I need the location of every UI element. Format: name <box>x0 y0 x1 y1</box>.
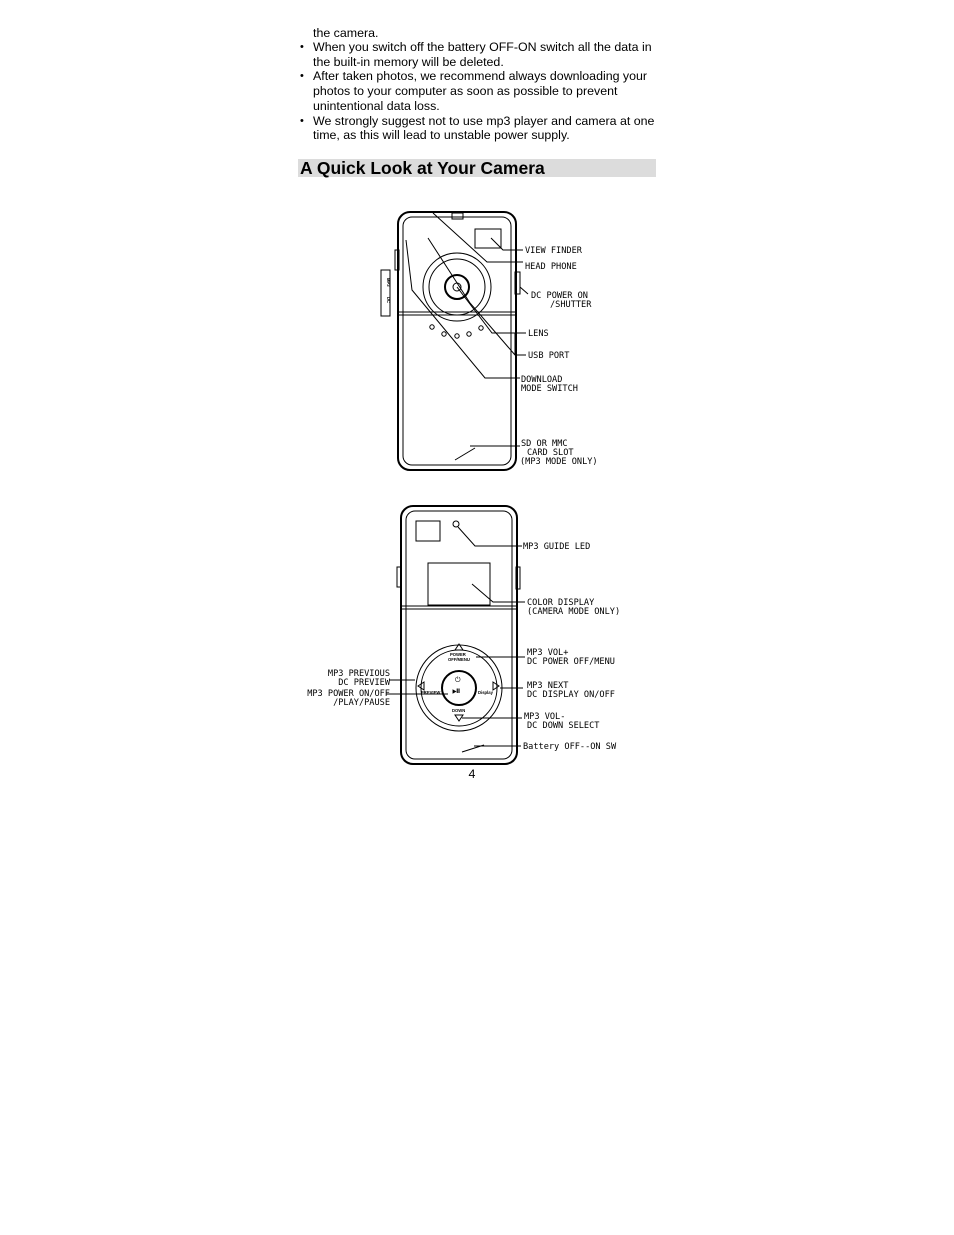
label-shutter: /SHUTTER <box>550 300 592 310</box>
label-color-display: COLOR DISPLAY <box>527 598 595 608</box>
bullet-item: When you switch off the battery OFF-ON s… <box>299 40 661 69</box>
label-dc-power-off-menu: DC POWER OFF/MENU <box>527 657 615 667</box>
back-body-outline <box>400 505 518 765</box>
label-mp3-previous: MP3 PREVIOUS <box>328 669 390 679</box>
dial-label-off-menu: OFF/MENU <box>448 657 470 662</box>
label-sd-mmc: SD OR MMC <box>521 439 568 449</box>
bullet-item: After taken photos, we recommend always … <box>299 69 661 113</box>
back-body-inner <box>405 510 513 760</box>
label-dc-power: DC POWER ON <box>531 291 588 301</box>
section-heading: A Quick Look at Your Camera <box>298 159 656 177</box>
switch-label-dc: DC <box>386 297 391 303</box>
right-arrow-icon <box>492 681 500 691</box>
label-mode-switch: MODE SWITCH <box>521 384 578 394</box>
label-battery-switch: Battery OFF--ON SW <box>523 742 617 752</box>
view-finder-window <box>474 228 502 249</box>
dial-label-preview: PREVIEW <box>421 690 440 695</box>
card-slot-mark <box>454 447 476 461</box>
front-body-outline <box>397 211 517 471</box>
play-pause-button <box>441 670 477 706</box>
indicator-dot <box>454 333 460 339</box>
bullet-item: We strongly suggest not to use mp3 playe… <box>299 114 661 143</box>
label-mp3-next: MP3 NEXT <box>527 681 568 691</box>
up-arrow-icon <box>454 643 464 651</box>
side-button-icon <box>515 566 521 590</box>
label-lens: LENS <box>528 329 549 339</box>
label-mp3-power: MP3 POWER ON/OFF <box>307 689 390 699</box>
side-button-icon <box>396 566 402 588</box>
bullet-list: When you switch off the battery OFF-ON s… <box>299 40 661 143</box>
label-play-pause: /PLAY/PAUSE <box>333 698 390 708</box>
mode-switch-icon <box>380 269 391 317</box>
power-icon: ⏻ <box>455 676 461 684</box>
lens-ring-outer <box>422 252 492 322</box>
label-dc-preview: DC PREVIEW <box>338 678 391 688</box>
play-pause-icon: ⏯ <box>452 684 461 697</box>
front-body-inner <box>402 216 512 466</box>
dial-label-power: POWER <box>450 652 466 657</box>
label-head-phone: HEAD PHONE <box>525 262 577 272</box>
back-view-diagram: ⏯ ⏻ POWER OFF/MENU PREVIEW Display DOWN … <box>307 505 620 765</box>
top-button-icon <box>451 212 464 220</box>
label-mp3-mode-only: (MP3 MODE ONLY) <box>520 457 598 467</box>
label-mp3-vol-plus: MP3 VOL+ <box>527 648 568 658</box>
label-mp3-vol-minus: MP3 VOL- <box>524 712 565 722</box>
indicator-dot <box>441 331 447 337</box>
label-camera-mode-only: (CAMERA MODE ONLY) <box>527 607 620 617</box>
label-download: DOWNLOAD <box>521 375 562 385</box>
label-card-slot: CARD SLOT <box>527 448 574 458</box>
indicator-dot <box>429 324 435 330</box>
front-view-diagram: MP3 DC VIEW FINDER HEAD PHONE DC POWER O… <box>380 211 598 471</box>
lens-ring-inner <box>444 274 470 300</box>
side-jack-icon <box>394 249 400 271</box>
switch-label-mp3: MP3 <box>386 278 391 287</box>
label-view-finder: VIEW FINDER <box>525 246 583 256</box>
shutter-button-icon <box>514 271 521 295</box>
mp3-guide-led-icon <box>452 520 460 528</box>
label-mp3-guide-led: MP3 GUIDE LED <box>523 542 590 552</box>
dial-label-display: Display <box>478 690 494 695</box>
label-dc-display: DC DISPLAY ON/OFF <box>527 690 615 700</box>
left-arrow-icon <box>417 681 425 691</box>
indicator-dot <box>466 331 472 337</box>
lens-ring-middle <box>428 258 486 316</box>
down-arrow-icon <box>454 714 464 722</box>
page-number: 4 <box>468 767 476 781</box>
color-display-screen <box>427 562 491 606</box>
label-dc-down-select: DC DOWN SELECT <box>527 721 599 731</box>
rear-viewfinder-window <box>415 520 441 542</box>
continuation-text: the camera. <box>313 26 379 40</box>
label-usb-port: USB PORT <box>528 351 569 361</box>
dial-label-down: DOWN <box>452 708 465 713</box>
indicator-dot <box>478 325 484 331</box>
